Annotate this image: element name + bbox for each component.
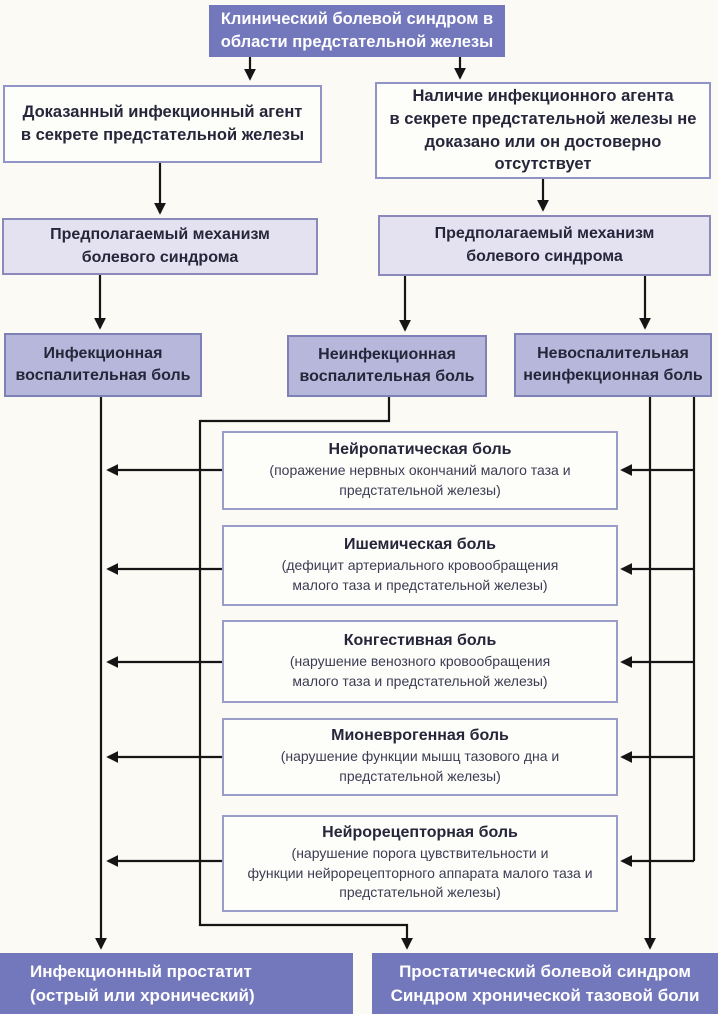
pain-mechanism-right-box: Предполагаемый механизм болевого синдром… (378, 215, 711, 276)
pain-type-box-congestive: Конгестивная боль (нарушение венозного к… (222, 620, 618, 703)
pain-type-box-neuroreceptor: Нейрорецепторная боль (нарушение порога … (222, 815, 618, 912)
root-clinical-pain-syndrome-box: Клинический болевой синдром в области пр… (209, 5, 505, 57)
pain-type-title: Конгестивная боль (343, 631, 497, 649)
pain-type-title: Нейропатическая боль (328, 440, 512, 458)
pain-type-box-neuropathic: Нейропатическая боль (поражение нервных … (222, 431, 618, 510)
infectious-inflammatory-pain-box: Инфекционная воспалительная боль (4, 333, 202, 397)
pain-type-title: Мионеврогенная боль (331, 727, 509, 745)
pain-type-detail: (нарушение порога цувствительности и фун… (247, 844, 593, 901)
pain-type-box-myoneurogenic: Мионеврогенная боль (нарушение функции м… (222, 718, 618, 796)
noninflammatory-noninfectious-pain-box: Невоспалительная неинфекционная боль (514, 333, 712, 397)
pain-type-box-ischemic: Ишемическая боль (дефицит артериального … (222, 525, 618, 606)
infectious-prostatitis-outcome-box: Инфекционный простатит (острый или хрони… (0, 953, 353, 1014)
noninfectious-inflammatory-pain-box: Неинфекционная воспалительная боль (287, 335, 487, 397)
pain-type-detail: (нарушение функции мышц тазового дна и п… (280, 748, 560, 784)
proven-infectious-agent-box: Доказанный инфекционный агент в секрете … (3, 85, 322, 163)
pain-type-title: Нейрорецепторная боль (322, 823, 518, 841)
prostatic-pain-syndrome-outcome-box: Простатический болевой синдром Синдром х… (372, 953, 718, 1014)
pain-type-detail: (нарушение венозного кровообращения мало… (289, 652, 551, 689)
pain-type-title: Ишемическая боль (343, 535, 496, 553)
pain-mechanism-left-box: Предполагаемый механизм болевого синдром… (2, 218, 318, 275)
pain-type-detail: (дефицит артериального кровообращения ма… (281, 556, 559, 593)
pain-type-detail: (поражение нервных окончаний малого таза… (269, 461, 571, 498)
agent-not-proven-box: Наличие инфекционного агента в секрете п… (375, 82, 711, 179)
